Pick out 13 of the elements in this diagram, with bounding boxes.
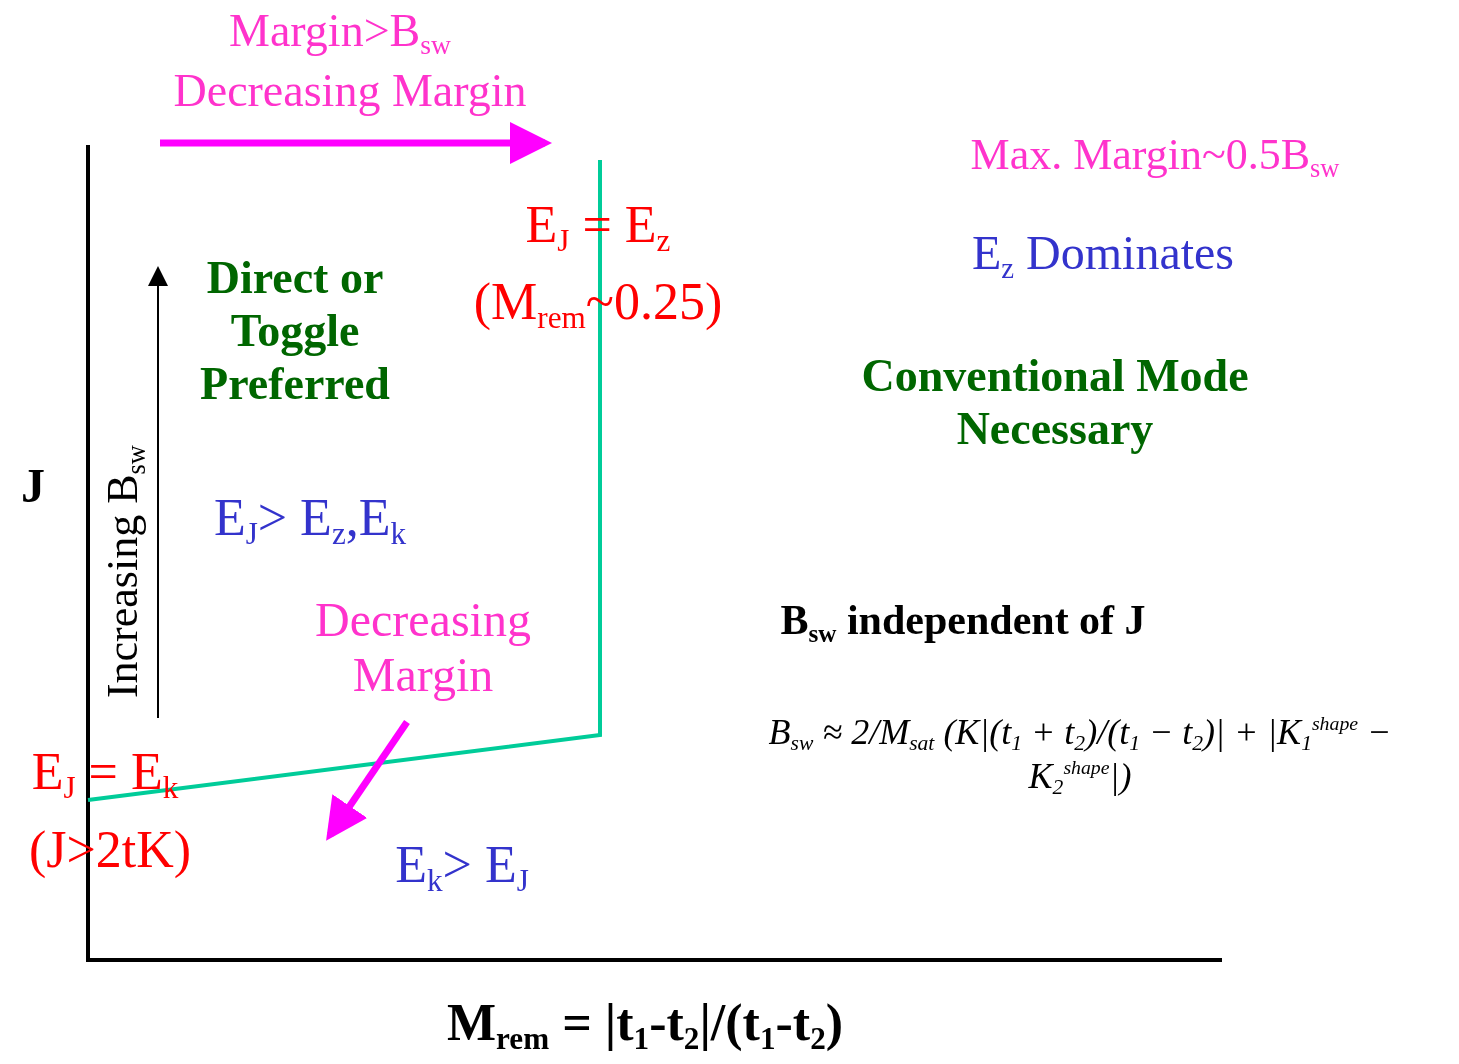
region-label: Decreasing Margin	[172, 65, 528, 118]
region-label: E$_{z}$ Dominates	[970, 225, 1236, 285]
axis-label: M$_{rem}$ = |t$_{1}$-t$_{2}$|/(t$_{1}$-t$_{2}$)	[445, 993, 845, 1058]
region-label: B$_{sw}$ independent of J	[779, 596, 1147, 649]
region-label: Decreasing Margin	[314, 592, 532, 703]
axis-label: J	[20, 458, 46, 514]
region-label: Margin>B$_{sw}$	[228, 5, 452, 61]
region-label: Max. Margin~0.5B$_{sw}$	[969, 130, 1341, 184]
region-label: E$_{k}$> E$_{J}$	[394, 835, 530, 900]
region-label: Direct or Toggle Preferred	[199, 252, 391, 411]
region-label: Conventional Mode Necessary	[860, 350, 1250, 456]
formula: B$_{sw}$ ≈ 2/M$_{sat}$ (K|(t$_{1}$ + t$_{2}$)/(t$_{1}$ − t$_{2}$)| + |K$_{1}$$^{shape}$ − K$_{2}$$^{shape}$|)	[767, 712, 1393, 801]
region-label: E$_{J}$> E$_{z}$,E$_{k}$	[212, 488, 408, 553]
